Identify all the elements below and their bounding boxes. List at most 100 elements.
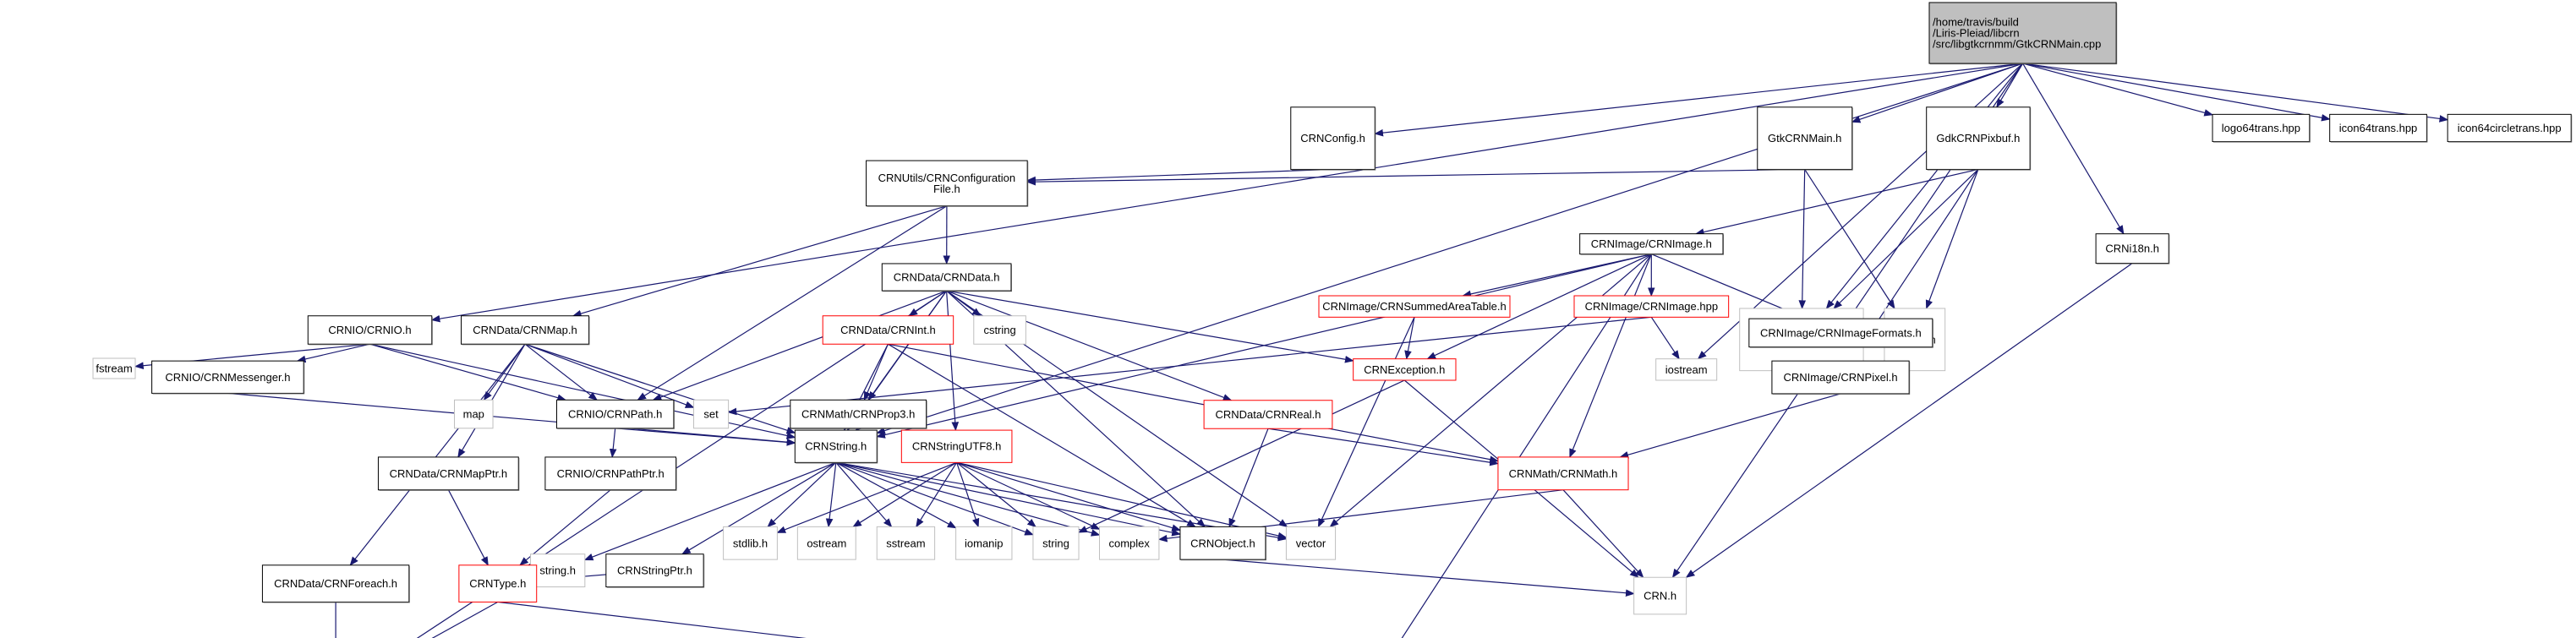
node-sat[interactable]: CRNImage/CRNSummedAreaTable.h <box>1318 295 1511 318</box>
node-box <box>794 429 878 463</box>
edge-crnstring-to-crnobject <box>835 461 1181 537</box>
edge-crnmap-to-foreach <box>349 343 526 566</box>
node-box <box>876 526 936 560</box>
edge-messenger-to-crnstring <box>227 392 796 446</box>
edge-root-to-icon64 <box>2022 63 2331 122</box>
node-box <box>605 553 704 587</box>
node-imgformats[interactable]: CRNImage/CRNImageFormats.h <box>1748 318 1933 348</box>
edge-crntype-to-memory <box>431 601 499 638</box>
node-complex: complex <box>1099 526 1160 560</box>
edge-crndata-to-exception <box>946 290 1354 363</box>
node-pathptr[interactable]: CRNIO/CRNPathPtr.h <box>544 456 677 491</box>
node-pixel[interactable]: CRNImage/CRNPixel.h <box>1771 360 1911 395</box>
edge-cfgfile-to-crnpath <box>637 205 948 401</box>
node-box <box>2447 113 2572 143</box>
edge-sat-to-exception <box>1404 317 1415 360</box>
node-box <box>1579 233 1724 255</box>
node-box <box>881 263 1012 292</box>
node-crnobject[interactable]: CRNObject.h <box>1179 526 1266 561</box>
node-icon64c[interactable]: icon64circletrans.hpp <box>2447 113 2573 143</box>
node-label: icon64circletrans.hpp <box>2458 122 2562 134</box>
edge-exception-to-string <box>1078 379 1405 533</box>
edge-crntype-to-typetraits <box>497 601 807 638</box>
node-gtkcrnmain[interactable]: GtkCRNMain.h <box>1757 106 1853 171</box>
edge-crnio-to-crnpath <box>369 343 567 401</box>
edge-utf8-to-sstream <box>916 461 958 528</box>
node-gdkpixbuf[interactable]: GdkCRNPixbuf.h <box>1926 106 2032 171</box>
edge-crnstring-to-complex <box>835 461 1101 537</box>
edge-pathptr-to-crntype <box>519 489 611 566</box>
node-box <box>796 526 856 560</box>
node-stringptr[interactable]: CRNStringPtr.h <box>605 553 705 588</box>
node-string: string <box>1032 526 1080 560</box>
edge-imagehpp-to-set <box>727 316 1652 416</box>
node-label: GdkCRNPixbuf.h <box>1936 132 2020 145</box>
node-box <box>1032 526 1080 560</box>
node-foreach[interactable]: CRNData/CRNForeach.h <box>261 564 410 603</box>
node-cstring: cstring <box>973 315 1026 345</box>
node-shadow <box>1927 107 2032 171</box>
edge-root-to-crnconfig <box>1374 63 2023 137</box>
node-crnint[interactable]: CRNData/CRNInt.h <box>822 315 954 345</box>
node-box <box>1353 358 1457 381</box>
node-mapptr[interactable]: CRNData/CRNMapPtr.h <box>377 456 520 491</box>
edge-crnstring-to-stdlib <box>767 461 837 528</box>
edge-crnstring-to-ostream <box>825 462 837 528</box>
edge-crnpath-to-crnstring <box>615 428 796 446</box>
node-utf8[interactable]: CRNStringUTF8.h <box>900 429 1013 463</box>
node-box <box>1318 295 1511 318</box>
node-imagehpp[interactable]: CRNImage/CRNImage.hpp <box>1573 295 1730 318</box>
node-label: CRNData/CRNReal.h <box>1216 408 1321 421</box>
node-shadow <box>2330 115 2428 143</box>
edge-crnconfig-to-cfgfile <box>1026 168 1333 184</box>
node-shadow <box>1930 3 2118 65</box>
node-box <box>458 564 538 603</box>
node-shadow <box>796 431 878 464</box>
node-label: CRNData/CRNMap.h <box>473 324 577 336</box>
node-messenger[interactable]: CRNIO/CRNMessenger.h <box>151 360 305 395</box>
node-box <box>955 526 1013 560</box>
node-label: CRNMath/CRNProp3.h <box>801 408 915 421</box>
edge-utf8-to-crnobject <box>956 461 1181 532</box>
edge-crnpath-to-pathptr <box>609 428 617 458</box>
node-crnconfig[interactable]: CRNConfig.h <box>1290 106 1376 171</box>
node-crndata[interactable]: CRNData/CRNData.h <box>881 263 1012 292</box>
node-box <box>822 315 954 345</box>
node-icon64[interactable]: icon64trans.hpp <box>2329 113 2428 143</box>
node-box <box>790 399 927 429</box>
node-shadow <box>883 264 1012 292</box>
edge-crndata-to-crnreal <box>946 290 1233 401</box>
node-crnio[interactable]: CRNIO/CRNIO.h <box>307 315 433 346</box>
node-box <box>1573 295 1730 318</box>
node-crnreal[interactable]: CRNData/CRNReal.h <box>1203 400 1333 429</box>
node-crni18n[interactable]: CRNi18n.h <box>2095 233 2170 264</box>
node-prop3[interactable]: CRNMath/CRNProp3.h <box>790 399 927 429</box>
edge-utf8-to-stdlib <box>776 461 957 533</box>
node-crntype[interactable]: CRNType.h <box>458 564 538 603</box>
node-label: CRNString.h <box>805 440 867 453</box>
node-crnmath[interactable]: CRNMath/CRNMath.h <box>1497 456 1629 491</box>
node-label: CRNConfig.h <box>1300 132 1365 145</box>
node-label: string.h <box>539 564 576 577</box>
node-exception[interactable]: CRNException.h <box>1353 358 1457 381</box>
node-box <box>1099 526 1160 560</box>
node-shadow <box>606 554 705 588</box>
node-box <box>1655 358 1718 381</box>
edge-utf8-to-iomanip <box>956 462 980 528</box>
node-crnimage[interactable]: CRNImage/CRNImage.h <box>1579 233 1724 255</box>
node-fstream: fstream <box>92 357 136 379</box>
node-logo64[interactable]: logo64trans.hpp <box>2212 113 2311 143</box>
edge-crnmap-to-crnstring <box>524 343 796 434</box>
node-shadow <box>1580 234 1724 255</box>
edge-cfgfile-to-crnmap <box>572 205 948 318</box>
edge-crnmap-to-set <box>524 343 695 408</box>
node-crnmap[interactable]: CRNData/CRNMap.h <box>461 315 590 346</box>
node-label: stdlib.h <box>733 537 768 549</box>
node-crnpath[interactable]: CRNIO/CRNPath.h <box>555 399 675 429</box>
node-root[interactable]: /home/travis/build/Liris-Pleiad/libcrn/s… <box>1928 2 2118 65</box>
node-map: map <box>454 399 494 429</box>
node-label: string <box>1042 537 1069 549</box>
node-label: CRNStringPtr.h <box>617 564 692 577</box>
node-crnstring[interactable]: CRNString.h <box>794 429 878 464</box>
